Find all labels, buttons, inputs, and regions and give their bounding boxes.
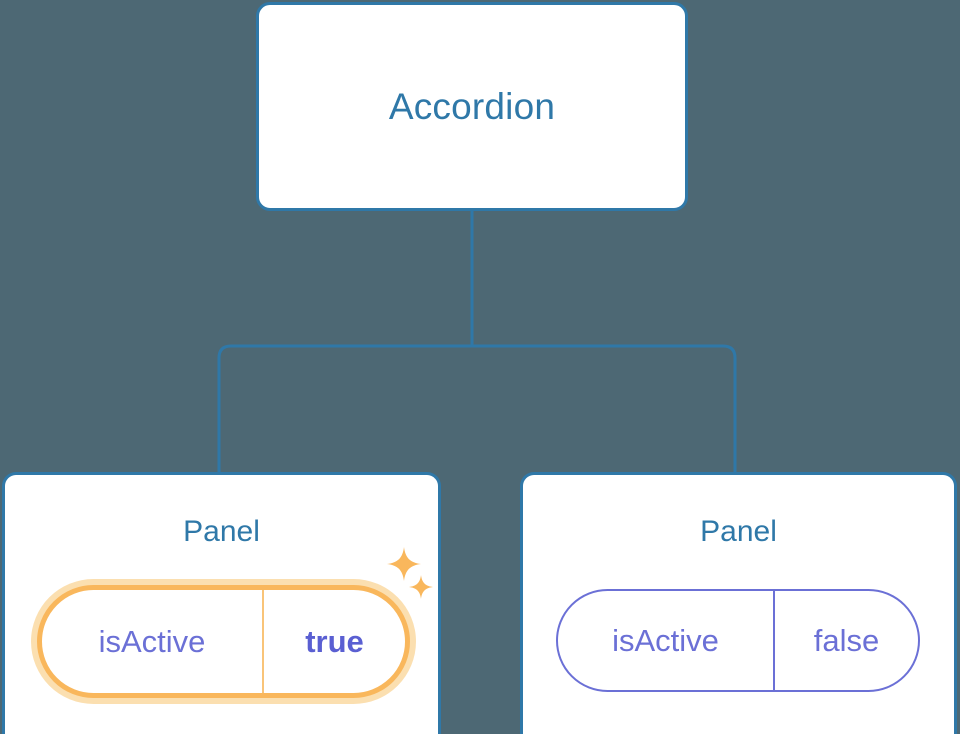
prop-pill-isactive-false[interactable]: isActive false: [556, 589, 920, 692]
prop-pill-isactive-true[interactable]: isActive true: [37, 585, 410, 698]
prop-value-label: true: [262, 590, 405, 693]
prop-value-label: false: [773, 591, 918, 690]
node-panel-right-title: Panel: [700, 515, 777, 548]
prop-key-label: isActive: [612, 622, 719, 658]
connector-branch-bus: [217, 344, 737, 472]
node-accordion[interactable]: Accordion: [256, 2, 688, 211]
node-panel-left-title: Panel: [183, 515, 260, 548]
prop-key-label: isActive: [98, 623, 206, 659]
node-accordion-title: Accordion: [388, 86, 556, 127]
